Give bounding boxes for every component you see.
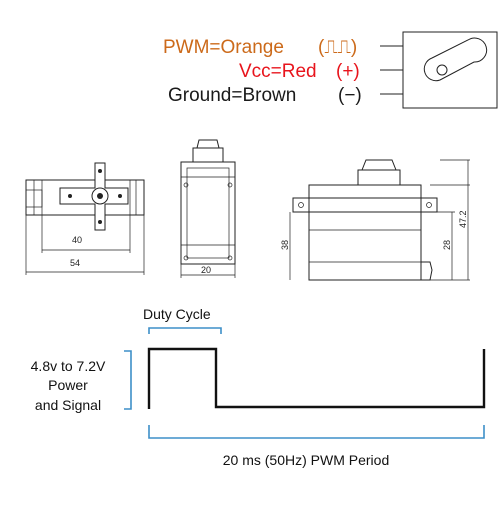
duty-cycle-label: Duty Cycle (143, 306, 211, 322)
pwm-signal-diagram: Duty Cycle 4.8v to 7.2V Power and Signal… (31, 306, 486, 468)
voltage-label-line2: Power (48, 377, 88, 393)
voltage-bracket (124, 350, 132, 410)
dim-top-outer-width: 54 (70, 258, 80, 268)
period-label: 20 ms (50Hz) PWM Period (223, 452, 389, 468)
dim-side-height-total: 47.2 (458, 210, 468, 228)
ground-label: Ground=Brown (168, 85, 296, 106)
ground-symbol: (−) (338, 85, 362, 106)
duty-cycle-bracket (148, 327, 222, 334)
period-bracket (148, 425, 485, 439)
dim-side-height-body: 38 (280, 240, 290, 250)
dim-side-height-lower: 28 (442, 240, 452, 250)
front-view-drawing: 20 (180, 139, 236, 278)
vcc-symbol: (+) (336, 61, 360, 82)
voltage-label-line1: 4.8v to 7.2V (31, 358, 106, 374)
voltage-label-line3: and Signal (35, 397, 101, 413)
dim-front-width: 20 (201, 265, 211, 275)
top-view-drawing: 40 54 (25, 162, 145, 275)
wiring-legend: PWM=Orange (⎍⎍) Vcc=Red (+) Ground=Brown… (163, 31, 498, 109)
servo-symbol-icon (402, 31, 498, 109)
pwm-label: PWM=Orange (163, 37, 284, 58)
pwm-symbol: (⎍⎍) (318, 37, 357, 58)
vcc-label: Vcc=Red (239, 61, 317, 82)
dim-top-inner-width: 40 (72, 235, 82, 245)
pwm-waveform (147, 347, 486, 409)
side-view-drawing: 38 28 47.2 (280, 159, 470, 281)
